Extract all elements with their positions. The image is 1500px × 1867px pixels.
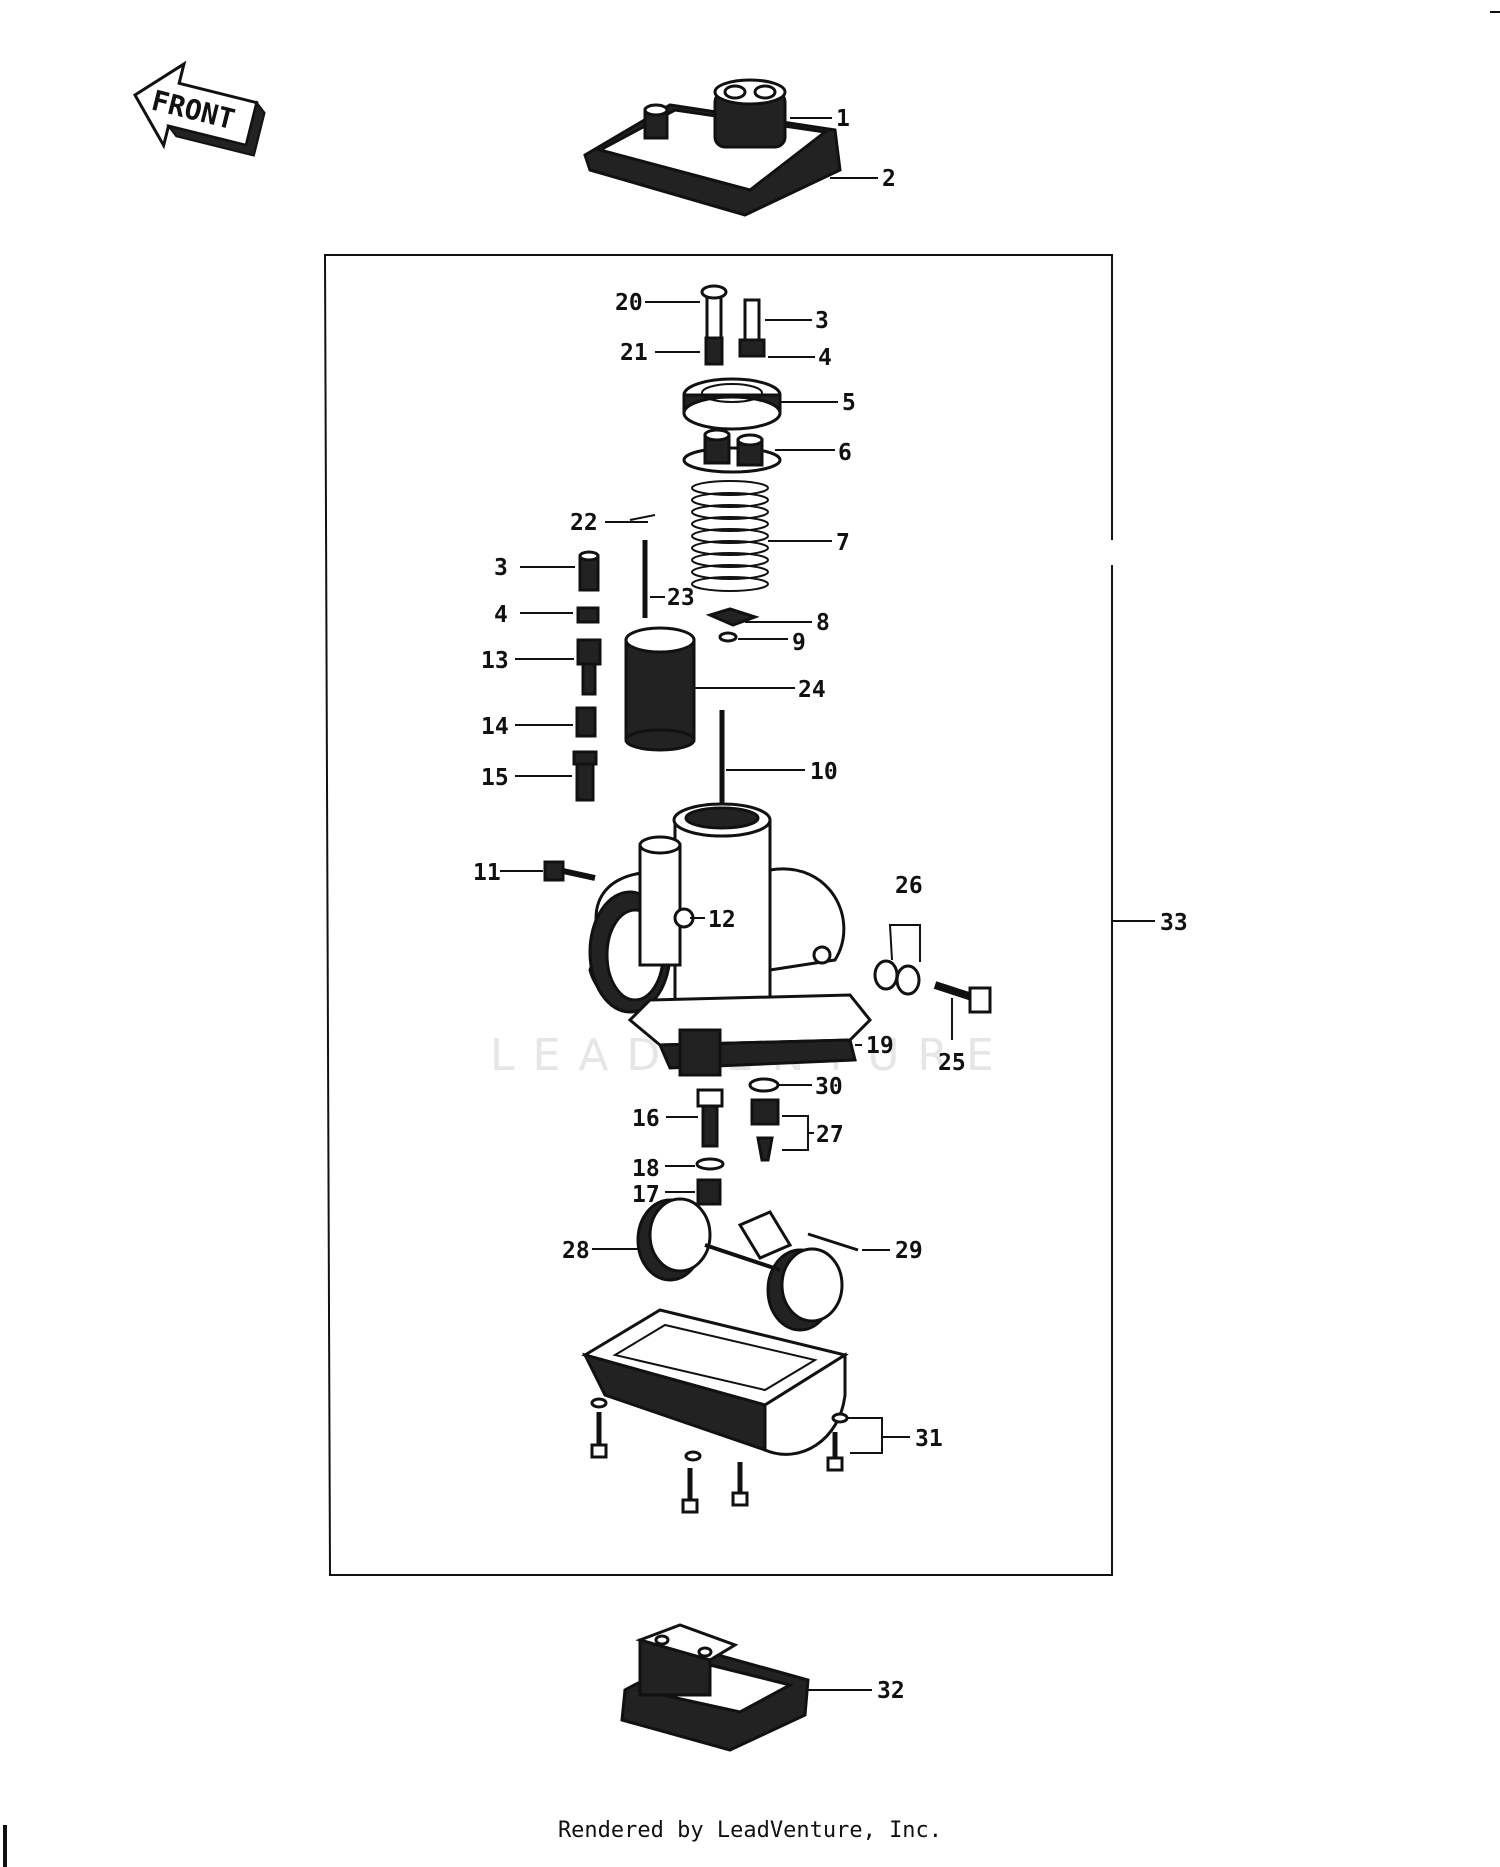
callout-15: 15 xyxy=(481,765,509,791)
callout-12: 12 xyxy=(708,907,736,933)
callout-28: 28 xyxy=(562,1238,590,1264)
callout-3-top: 3 xyxy=(815,308,829,334)
callout-10: 10 xyxy=(810,759,838,785)
screw-11-part xyxy=(543,860,596,882)
callout-25: 25 xyxy=(938,1050,966,1076)
throttle-slide-part xyxy=(624,626,696,752)
spring-part xyxy=(691,480,769,592)
needle-plate-part xyxy=(705,607,760,627)
callout-24: 24 xyxy=(798,677,826,703)
main-jet-part xyxy=(695,1088,725,1206)
callout-33: 33 xyxy=(1160,910,1188,936)
float-valve-part xyxy=(750,1098,780,1162)
top-cap-part xyxy=(682,428,782,474)
callout-27: 27 xyxy=(816,1122,844,1148)
callout-4-left: 4 xyxy=(494,602,508,628)
callout-13: 13 xyxy=(481,648,509,674)
left-jet-parts xyxy=(572,550,602,802)
callout-31: 31 xyxy=(915,1426,943,1452)
callout-21: 21 xyxy=(620,340,648,366)
footer-credit: Rendered by LeadVenture, Inc. xyxy=(557,1818,943,1843)
bowl-screws-part xyxy=(590,1397,849,1514)
callout-7: 7 xyxy=(836,530,850,556)
callout-29: 29 xyxy=(895,1238,923,1264)
float-bowl-part xyxy=(581,1308,849,1456)
callout-16: 16 xyxy=(632,1106,660,1132)
callout-2: 2 xyxy=(882,166,896,192)
callout-20: 20 xyxy=(615,290,643,316)
float-valve-washer-part xyxy=(748,1077,780,1093)
washer-part xyxy=(873,959,899,991)
cap-ring-part xyxy=(682,377,782,431)
callout-6: 6 xyxy=(838,440,852,466)
callout-18: 18 xyxy=(632,1156,660,1182)
callout-11: 11 xyxy=(473,860,501,886)
float-pin-part xyxy=(807,1232,859,1252)
bottom-insulator-part xyxy=(620,1623,810,1752)
top-insulator-part xyxy=(583,78,842,217)
callout-32: 32 xyxy=(877,1678,905,1704)
callout-8: 8 xyxy=(816,610,830,636)
callout-30: 30 xyxy=(815,1074,843,1100)
callout-22: 22 xyxy=(570,510,598,536)
callout-23: 23 xyxy=(667,585,695,611)
callout-9: 9 xyxy=(792,630,806,656)
front-arrow-icon: FRONT xyxy=(132,60,266,157)
float-part xyxy=(636,1197,844,1332)
cable-adjuster-part xyxy=(700,284,766,366)
callout-3-left: 3 xyxy=(494,555,508,581)
callout-19: 19 xyxy=(866,1033,894,1059)
callout-26: 26 xyxy=(895,873,923,899)
callout-14: 14 xyxy=(481,714,509,740)
callout-5: 5 xyxy=(842,390,856,416)
callout-4-top: 4 xyxy=(818,345,832,371)
carburetor-body-part xyxy=(588,802,873,1077)
assembly-frame xyxy=(323,254,1113,1576)
bolt-25-part xyxy=(933,981,992,1014)
callout-1: 1 xyxy=(836,106,850,132)
